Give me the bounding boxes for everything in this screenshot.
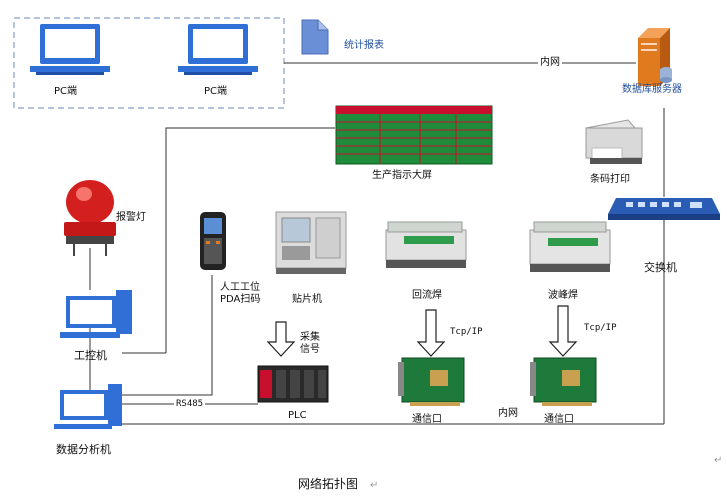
comm-card-icon [398,357,465,406]
pda-scanner-icon [200,212,226,270]
signal-arrows [266,305,578,357]
printer-label: 条码打印 [590,174,630,185]
comm-port-label: 通信口 [412,414,442,425]
acquire-arrow-icon [266,321,296,357]
data-analyzer-icon [54,384,122,429]
pc-label: PC端 [204,86,228,97]
switch-label: 交换机 [644,261,677,274]
monitor-icon [178,24,258,75]
tcp-arrow-icon [416,309,446,357]
db-server-label: 数据库服务器 [622,84,682,95]
mounter-machine-icon [275,211,347,274]
connection-lines [89,62,665,425]
ipc-label: 工控机 [74,349,107,362]
report-label: 统计报表 [344,40,384,51]
alarm-label: 报警灯 [116,212,146,223]
tcp-arrow-icon [548,305,578,357]
rs485-label: RS485 [174,398,206,410]
paragraph-mark: ↵ [370,480,379,491]
plc-icon [257,365,329,403]
reflow-label: 回流焊 [412,290,442,301]
industrial-pc-icon [60,290,132,338]
tcp-label: Tcp/IP [450,327,483,337]
comm-card-icon [530,357,597,406]
barcode-printer-icon [585,119,643,164]
wave-label: 波峰焊 [548,290,578,301]
intranet-bottom-label: 内网 [498,408,518,419]
plc-label: PLC [288,410,307,421]
diagram-caption: 网络拓扑图 [298,477,359,491]
acquire-label: 采集 [300,332,320,343]
wave-solder-icon [529,221,611,272]
acquire-sub-label: 信号 [300,344,320,355]
monitor-icon [30,24,110,75]
report-document-icon [301,19,329,55]
intranet-top-label: 内网 [538,57,562,69]
network-switch-icon [608,198,720,220]
alarm-light-icon [64,180,116,256]
database-server-icon [638,28,672,86]
analyzer-label: 数据分析机 [56,443,111,456]
tcp-label: Tcp/IP [584,323,617,333]
pc-label: PC端 [54,86,78,97]
reflow-oven-icon [385,221,467,268]
mounter-label: 贴片机 [292,294,322,305]
pda-sub-label: PDA扫码 [220,294,261,305]
pda-label: 人工工位 [220,282,260,293]
comm-port-label: 通信口 [544,414,574,425]
analyzer-pda-line [122,275,213,396]
production-big-screen-icon [335,105,493,165]
ipc-screen-line [165,127,335,353]
big-screen-label: 生产指示大屏 [372,170,432,181]
paragraph-mark: ↵ [714,455,723,466]
